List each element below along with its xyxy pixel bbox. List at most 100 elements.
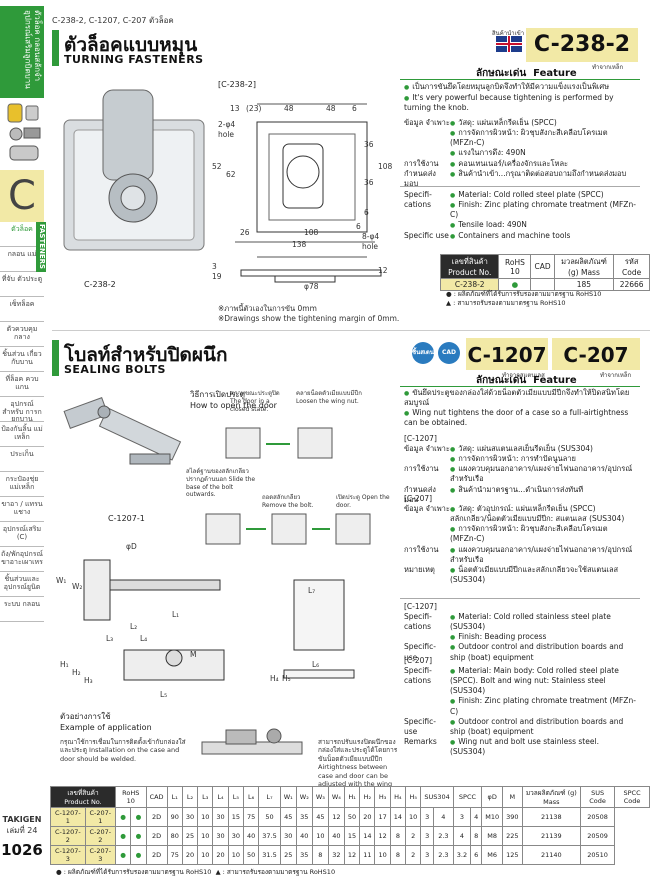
volume-label: เล่มที่ 24 bbox=[6, 826, 38, 835]
spec-en-label-c1207: [C-1207] bbox=[404, 602, 437, 611]
product-code-c207: C-207 bbox=[552, 338, 640, 370]
dim-6c: 6 bbox=[356, 222, 361, 231]
sidebar-nav: ตัวล็อค กลอน แม่ ที่จับ ตัวประตู เซ็ทล็อ… bbox=[0, 222, 44, 622]
table-row: C-1207-2 C-207-2 ● ● 2D 80 25 10 30 30 4… bbox=[50, 826, 650, 846]
rohs-legend-2: ● : ผลิตภัณฑ์ที่ได้รับการรับรองตามมาตรฐา… bbox=[56, 868, 336, 876]
dim-W2: W₂ bbox=[72, 582, 83, 591]
uk-flag-icon bbox=[496, 36, 522, 52]
sidebar-item[interactable]: ชิ้นส่วน เกี่ยวกับบาน bbox=[0, 347, 44, 372]
dim-36b: 36 bbox=[364, 178, 374, 187]
dim-H3: H₃ bbox=[84, 676, 93, 685]
photo-caption-2: C-1207-1 bbox=[108, 514, 145, 523]
feature-title-2: ลักษณะเด่น Feature bbox=[476, 375, 577, 386]
dim-H4: H₄ bbox=[270, 674, 279, 683]
spec-en-block: Specifi- cationsMaterial: Cold rolled st… bbox=[404, 190, 640, 241]
dim-6b: 6 bbox=[364, 208, 369, 217]
dim-52: 52 bbox=[212, 162, 222, 171]
code-material-label: ทำจากเหล็ก bbox=[592, 64, 624, 71]
dim-L7: L₇ bbox=[308, 586, 316, 595]
step1: สภาพขณะประตูปิด The door in a closed sta… bbox=[230, 390, 280, 413]
example-diagram bbox=[201, 728, 303, 755]
dim-phi78: φ78 bbox=[304, 282, 319, 291]
dim-H2: H₂ bbox=[72, 668, 81, 677]
section1-title-en: TURNING FASTENERS bbox=[64, 53, 204, 66]
spec-th-block: ข้อมูล จำเพาะวัสดุ: แผ่นเหล็กรีดเย็น (SP… bbox=[404, 118, 640, 189]
title-accent-bar bbox=[52, 340, 59, 376]
dim-2phi4: 2-φ4 bbox=[218, 120, 236, 129]
sidebar-item[interactable]: ประเก็น bbox=[0, 447, 44, 472]
th-rohs: RoHS 10 bbox=[498, 254, 532, 279]
th-code: รหัส Code bbox=[613, 254, 650, 279]
sidebar-item[interactable]: ที่ล็อค ควบแกน bbox=[0, 372, 44, 397]
spec-table-c238-2: เลขที่สินค้า Product No. RoHS 10 CAD มวล… bbox=[439, 254, 650, 291]
product-thumbnail-icon bbox=[7, 103, 41, 161]
rohs-legend: ● : ผลิตภัณฑ์ที่ได้รับการรับรองตามมาตรฐา… bbox=[446, 290, 602, 308]
product-code-c1207: C-1207 bbox=[466, 338, 548, 370]
dim-19: 19 bbox=[212, 272, 222, 281]
sidebar-item[interactable]: ขาอา / แทรนแชาง bbox=[0, 497, 44, 522]
dim-48b: 48 bbox=[326, 104, 336, 113]
spec-label-c207: [C-207] bbox=[404, 494, 433, 503]
sidebar-item[interactable]: ตัวควบคุม กลาง bbox=[0, 322, 44, 347]
dim-8phi4: 8-φ4 bbox=[362, 232, 380, 241]
title-accent-bar bbox=[52, 30, 59, 66]
section2-title-th: โบลท์สำหรับปิดผนึก bbox=[64, 344, 228, 366]
divider bbox=[400, 186, 640, 187]
code1-material: ทำจากสแตนเลส bbox=[502, 372, 545, 379]
sidebar-item[interactable]: เซ็ทล็อค bbox=[0, 297, 44, 322]
feature-divider-2 bbox=[400, 386, 640, 387]
sidebar-footer: TAKIGEN เล่มที่ 24 1026 bbox=[0, 815, 44, 885]
section-separator bbox=[52, 330, 650, 331]
table-row: C-1207-1 C-207-1 ● ● 2D 90 30 10 30 15 7… bbox=[50, 807, 650, 827]
feature-en: It's very powerful because tightening is… bbox=[404, 93, 640, 113]
table-row: C-238-2 ● 185 22666 bbox=[439, 278, 650, 291]
sidebar-fasteners-tab: FASTENERS bbox=[36, 222, 46, 272]
spec-th-c1207: ข้อมูล จำเพาะวัสดุ: แผ่นสแตนเลสเย็นรีดเย… bbox=[404, 444, 640, 505]
step5: เปิดประตู Open the door. bbox=[336, 494, 390, 509]
sidebar-product-thumbs bbox=[4, 100, 44, 168]
sidebar-item[interactable]: ป้องกันลิ้น แม่เหล็ก bbox=[0, 422, 44, 447]
sidebar-item[interactable]: อุปกรณ์สำหรับ การกยกบาน bbox=[0, 397, 44, 423]
example-note-1: กรุณาใช้การเชื่อมในการติดตั้งเข้ากับกล่อ… bbox=[60, 738, 186, 763]
dim-H5: H₅ bbox=[282, 674, 291, 683]
code2-material: ทำจากเหล็ก bbox=[600, 372, 632, 379]
sidebar-item[interactable]: อุปกรณ์เสริม (C) bbox=[0, 522, 44, 547]
dim-26: 26 bbox=[240, 228, 250, 237]
page-number: 1026 bbox=[1, 841, 43, 859]
dim-48a: 48 bbox=[284, 104, 294, 113]
dim-36: 36 bbox=[364, 140, 374, 149]
dim-L6: L₆ bbox=[312, 660, 320, 669]
th-product-no: เลขที่สินค้า Product No. bbox=[439, 254, 500, 279]
product-photo-c1207 bbox=[63, 397, 182, 465]
dim-23: (23) bbox=[246, 104, 262, 113]
spec-table-c1207: เลขที่สินค้า Product No. RoHS 10 CAD L₁ … bbox=[50, 786, 650, 865]
sidebar-item[interactable]: ที่จับ ตัวประตู bbox=[0, 272, 44, 297]
section2-title-en: SEALING BOLTS bbox=[64, 363, 166, 376]
table-row: C-1207-3 C-207-3 ● ● 2D 75 20 10 20 10 5… bbox=[50, 845, 650, 865]
stainless-badge-icon: ซิ้นสเตน bbox=[412, 342, 434, 364]
technical-drawing-c1207 bbox=[83, 559, 355, 681]
dim-L2: L₂ bbox=[130, 622, 138, 631]
dim-phiD: φD bbox=[126, 542, 137, 551]
cad-badge-icon: CAD bbox=[438, 342, 460, 364]
dim-W1: W₁ bbox=[56, 576, 67, 585]
breadcrumb: C-238-2, C-1207, C-207 ตัวล็อค bbox=[52, 16, 174, 25]
spec-en-c207: Specifi- cationsMaterial: Main body: Col… bbox=[404, 666, 640, 757]
sidebar-item[interactable]: กระป๋องชุ่ย แม่เหล็ก bbox=[0, 472, 44, 497]
sidebar-item[interactable]: ถัง/พักอุปกรณ์ ขาอาะเผาเหร bbox=[0, 547, 44, 572]
drawing-label: [C-238-2] bbox=[218, 80, 256, 89]
feature2-en: Wing nut tightens the door of a case so … bbox=[404, 408, 640, 428]
spec-th-c207: ข้อมูล จำเพาะวัสดุ: ตัวอุปกรณ์: แผ่นเหล็… bbox=[404, 504, 640, 585]
dim-108b: 108 bbox=[304, 228, 319, 237]
product-photo-c238-2 bbox=[63, 89, 205, 251]
dim-6a: 6 bbox=[352, 104, 357, 113]
dim-13: 13 bbox=[230, 104, 240, 113]
sidebar-item[interactable]: ชิ้นส่วนและ อุปกรณ์ยูนิต bbox=[0, 572, 44, 597]
brand-label: TAKIGEN bbox=[2, 815, 42, 824]
sidebar-item[interactable]: ระบบ กลอน bbox=[0, 597, 44, 622]
example-title: ตัวอย่างการใช้Example of application bbox=[60, 712, 152, 732]
dim-L1: L₁ bbox=[172, 610, 180, 619]
dim-138: 138 bbox=[292, 240, 307, 249]
drawing-note-en: ※Drawings show the tightening margin of … bbox=[218, 314, 400, 323]
